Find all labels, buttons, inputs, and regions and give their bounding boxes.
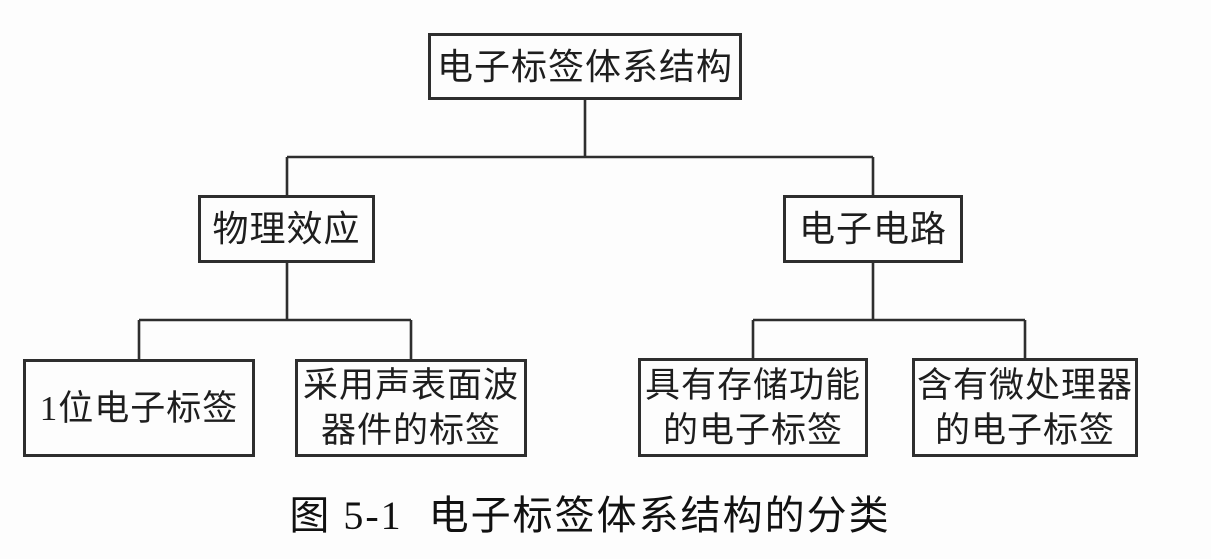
node-1bit-tag: 1位电子标签 — [23, 359, 255, 457]
node-root: 电子标签体系结构 — [428, 33, 742, 100]
figure-caption: 图 5-1 电子标签体系结构的分类 — [0, 492, 1180, 540]
connector-circuit-leaves — [751, 263, 1027, 358]
node-saw-device-tag-label: 采用声表面波 器件的标签 — [302, 366, 519, 450]
node-storage-tag: 具有存储功能 的电子标签 — [638, 358, 868, 457]
node-physical-effect-label: 物理效应 — [212, 209, 361, 249]
node-physical-effect: 物理效应 — [198, 195, 375, 263]
figure-caption-title: 电子标签体系结构的分类 — [428, 493, 891, 538]
node-microprocessor-tag: 含有微处理器 的电子标签 — [912, 358, 1138, 457]
node-storage-tag-label: 具有存储功能 的电子标签 — [644, 365, 861, 450]
connector-physical-leaves — [137, 263, 413, 359]
figure-caption-number: 图 5-1 — [289, 493, 403, 538]
connector-root-branches — [285, 100, 875, 195]
node-microprocessor-tag-label: 含有微处理器 的电子标签 — [916, 365, 1133, 450]
node-electronic-circuit: 电子电路 — [783, 195, 963, 263]
node-root-label: 电子标签体系结构 — [436, 46, 733, 87]
node-saw-device-tag: 采用声表面波 器件的标签 — [295, 359, 527, 457]
node-electronic-circuit-label: 电子电路 — [798, 209, 947, 249]
node-1bit-tag-label: 1位电子标签 — [39, 388, 239, 428]
